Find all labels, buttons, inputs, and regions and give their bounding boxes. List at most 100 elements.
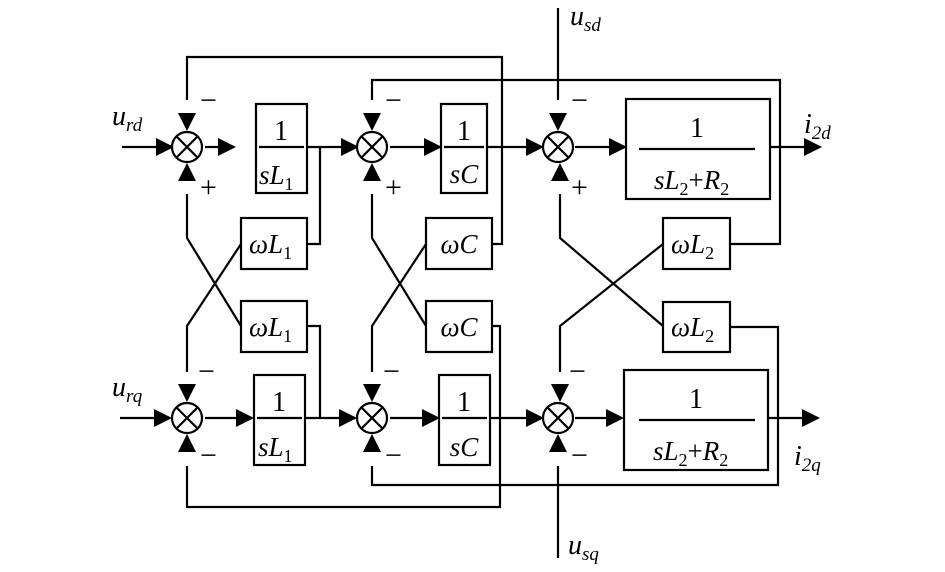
block-numerator: 1 bbox=[689, 384, 703, 415]
sign-minus: − bbox=[200, 439, 217, 472]
block-denominator: sL2+R2 bbox=[653, 436, 728, 470]
arrow-icon bbox=[218, 138, 236, 156]
sum-junction-1q bbox=[170, 401, 204, 435]
wire-wL1-top-to-sum1q bbox=[185, 243, 242, 372]
block-1-over-sL2-plus-R2-q: 1 sL2+R2 bbox=[622, 368, 770, 472]
arrow-icon bbox=[154, 409, 172, 427]
block-omega-C-bottom: ωC bbox=[424, 299, 494, 354]
wire-fb-C-q-to-sum1q bbox=[185, 418, 502, 509]
block-omega-L1-top: ωL1 bbox=[239, 216, 309, 271]
block-omega-C-top: ωC bbox=[424, 216, 494, 271]
arrow-icon bbox=[526, 138, 544, 156]
sum-junction-1d bbox=[170, 130, 204, 164]
block-numerator: 1 bbox=[457, 116, 471, 147]
sign-minus: − bbox=[200, 84, 217, 117]
arrow-icon bbox=[178, 384, 196, 402]
block-1-over-sC-d: 1 sC bbox=[439, 102, 489, 195]
block-numerator: 1 bbox=[690, 113, 704, 144]
block-1-over-sL2-plus-R2-d: 1 sL2+R2 bbox=[624, 97, 772, 201]
block-1-over-sL1-q: 1 sL1 bbox=[252, 373, 307, 467]
wire-wL1-bot-to-sum1d bbox=[185, 194, 242, 327]
arrow-icon bbox=[156, 138, 174, 156]
arrow-icon bbox=[549, 434, 567, 452]
sign-minus: − bbox=[383, 355, 400, 388]
wire-wC-top-to-sum2q bbox=[370, 243, 427, 372]
svg-text:ωL2: ωL2 bbox=[671, 229, 714, 263]
svg-text:ωL1: ωL1 bbox=[249, 229, 292, 263]
wire-fb-C-d-to-sum1d bbox=[185, 55, 504, 147]
sign-minus: − bbox=[385, 439, 402, 472]
block-denominator: sL1 bbox=[259, 160, 294, 194]
arrowheads bbox=[154, 113, 822, 452]
label-u-sd: usd bbox=[570, 1, 601, 36]
arrow-icon bbox=[341, 138, 359, 156]
summing-junctions bbox=[170, 130, 575, 435]
sign-minus: − bbox=[571, 84, 588, 117]
label-u-rq: urq bbox=[112, 372, 143, 407]
sum-junction-2q bbox=[355, 401, 389, 435]
block-numerator: 1 bbox=[272, 387, 286, 418]
sum-junction-3d bbox=[541, 130, 575, 164]
sign-minus: − bbox=[569, 355, 586, 388]
block-1-over-sL1-d: 1 sL1 bbox=[254, 102, 309, 195]
arrow-icon bbox=[236, 409, 254, 427]
wire-fb-i2q-to-sum2q bbox=[370, 418, 780, 487]
sign-plus: + bbox=[385, 171, 402, 204]
arrow-icon bbox=[363, 163, 381, 181]
wire-fb-i2d-to-sum2d bbox=[370, 78, 782, 147]
arrow-icon bbox=[339, 409, 357, 427]
wire-wC-bot-to-sum2d bbox=[370, 194, 427, 327]
arrow-icon bbox=[422, 409, 440, 427]
label-u-rd: urd bbox=[112, 101, 143, 136]
arrow-icon bbox=[551, 384, 569, 402]
wire-tap-L1q-to-wL1-bot bbox=[307, 324, 322, 418]
block-denominator: sL2+R2 bbox=[654, 165, 729, 199]
arrow-icon bbox=[178, 113, 196, 131]
arrow-icon bbox=[606, 409, 624, 427]
block-omega-L2-bottom: ωL2 bbox=[661, 300, 732, 354]
wire-wL2-bot-to-sum3d bbox=[558, 194, 664, 327]
arrow-icon bbox=[804, 138, 822, 156]
arrow-icon bbox=[424, 138, 442, 156]
arrow-icon bbox=[363, 434, 381, 452]
block-denominator: sC bbox=[450, 159, 480, 189]
arrow-icon bbox=[551, 163, 569, 181]
wire-tap-Cq-to-wC-bot bbox=[492, 324, 502, 418]
sign-plus: + bbox=[200, 171, 217, 204]
svg-text:ωL2: ωL2 bbox=[671, 312, 714, 346]
label-i-2d: i2d bbox=[804, 109, 831, 144]
sign-minus: − bbox=[385, 84, 402, 117]
block-denominator: sC bbox=[450, 432, 480, 462]
arrow-icon bbox=[178, 163, 196, 181]
arrow-icon bbox=[802, 409, 820, 427]
arrow-icon bbox=[178, 434, 196, 452]
wire-wL2-top-to-sum3q bbox=[558, 243, 664, 372]
sign-minus: − bbox=[198, 355, 215, 388]
wire-tap-Cd-to-wC-top bbox=[492, 147, 504, 246]
block-denominator: sL1 bbox=[258, 432, 293, 466]
block-1-over-sC-q: 1 sC bbox=[437, 373, 492, 467]
svg-text:ωC: ωC bbox=[440, 229, 478, 259]
sign-plus: + bbox=[571, 171, 588, 204]
label-u-sq: usq bbox=[568, 530, 599, 565]
svg-text:ωC: ωC bbox=[440, 312, 478, 342]
label-i-2q: i2q bbox=[794, 441, 821, 476]
block-omega-L2-top: ωL2 bbox=[661, 216, 732, 271]
block-numerator: 1 bbox=[274, 116, 288, 147]
svg-text:ωL1: ωL1 bbox=[249, 312, 292, 346]
sum-junction-3q bbox=[541, 401, 575, 435]
arrow-icon bbox=[363, 384, 381, 402]
wire-tap-i2d-to-wL2-top bbox=[730, 147, 782, 246]
block-omega-L1-bottom: ωL1 bbox=[239, 299, 309, 354]
arrow-icon bbox=[526, 409, 544, 427]
signs: − + − + − + − − − − − − bbox=[198, 84, 588, 472]
wire-tap-i2q-to-wL2-bot bbox=[730, 325, 780, 418]
arrow-icon bbox=[609, 138, 627, 156]
sign-minus: − bbox=[571, 439, 588, 472]
sum-junction-2d bbox=[355, 130, 389, 164]
arrow-icon bbox=[549, 113, 567, 131]
wires bbox=[120, 8, 808, 558]
arrow-icon bbox=[363, 113, 381, 131]
block-numerator: 1 bbox=[457, 387, 471, 418]
